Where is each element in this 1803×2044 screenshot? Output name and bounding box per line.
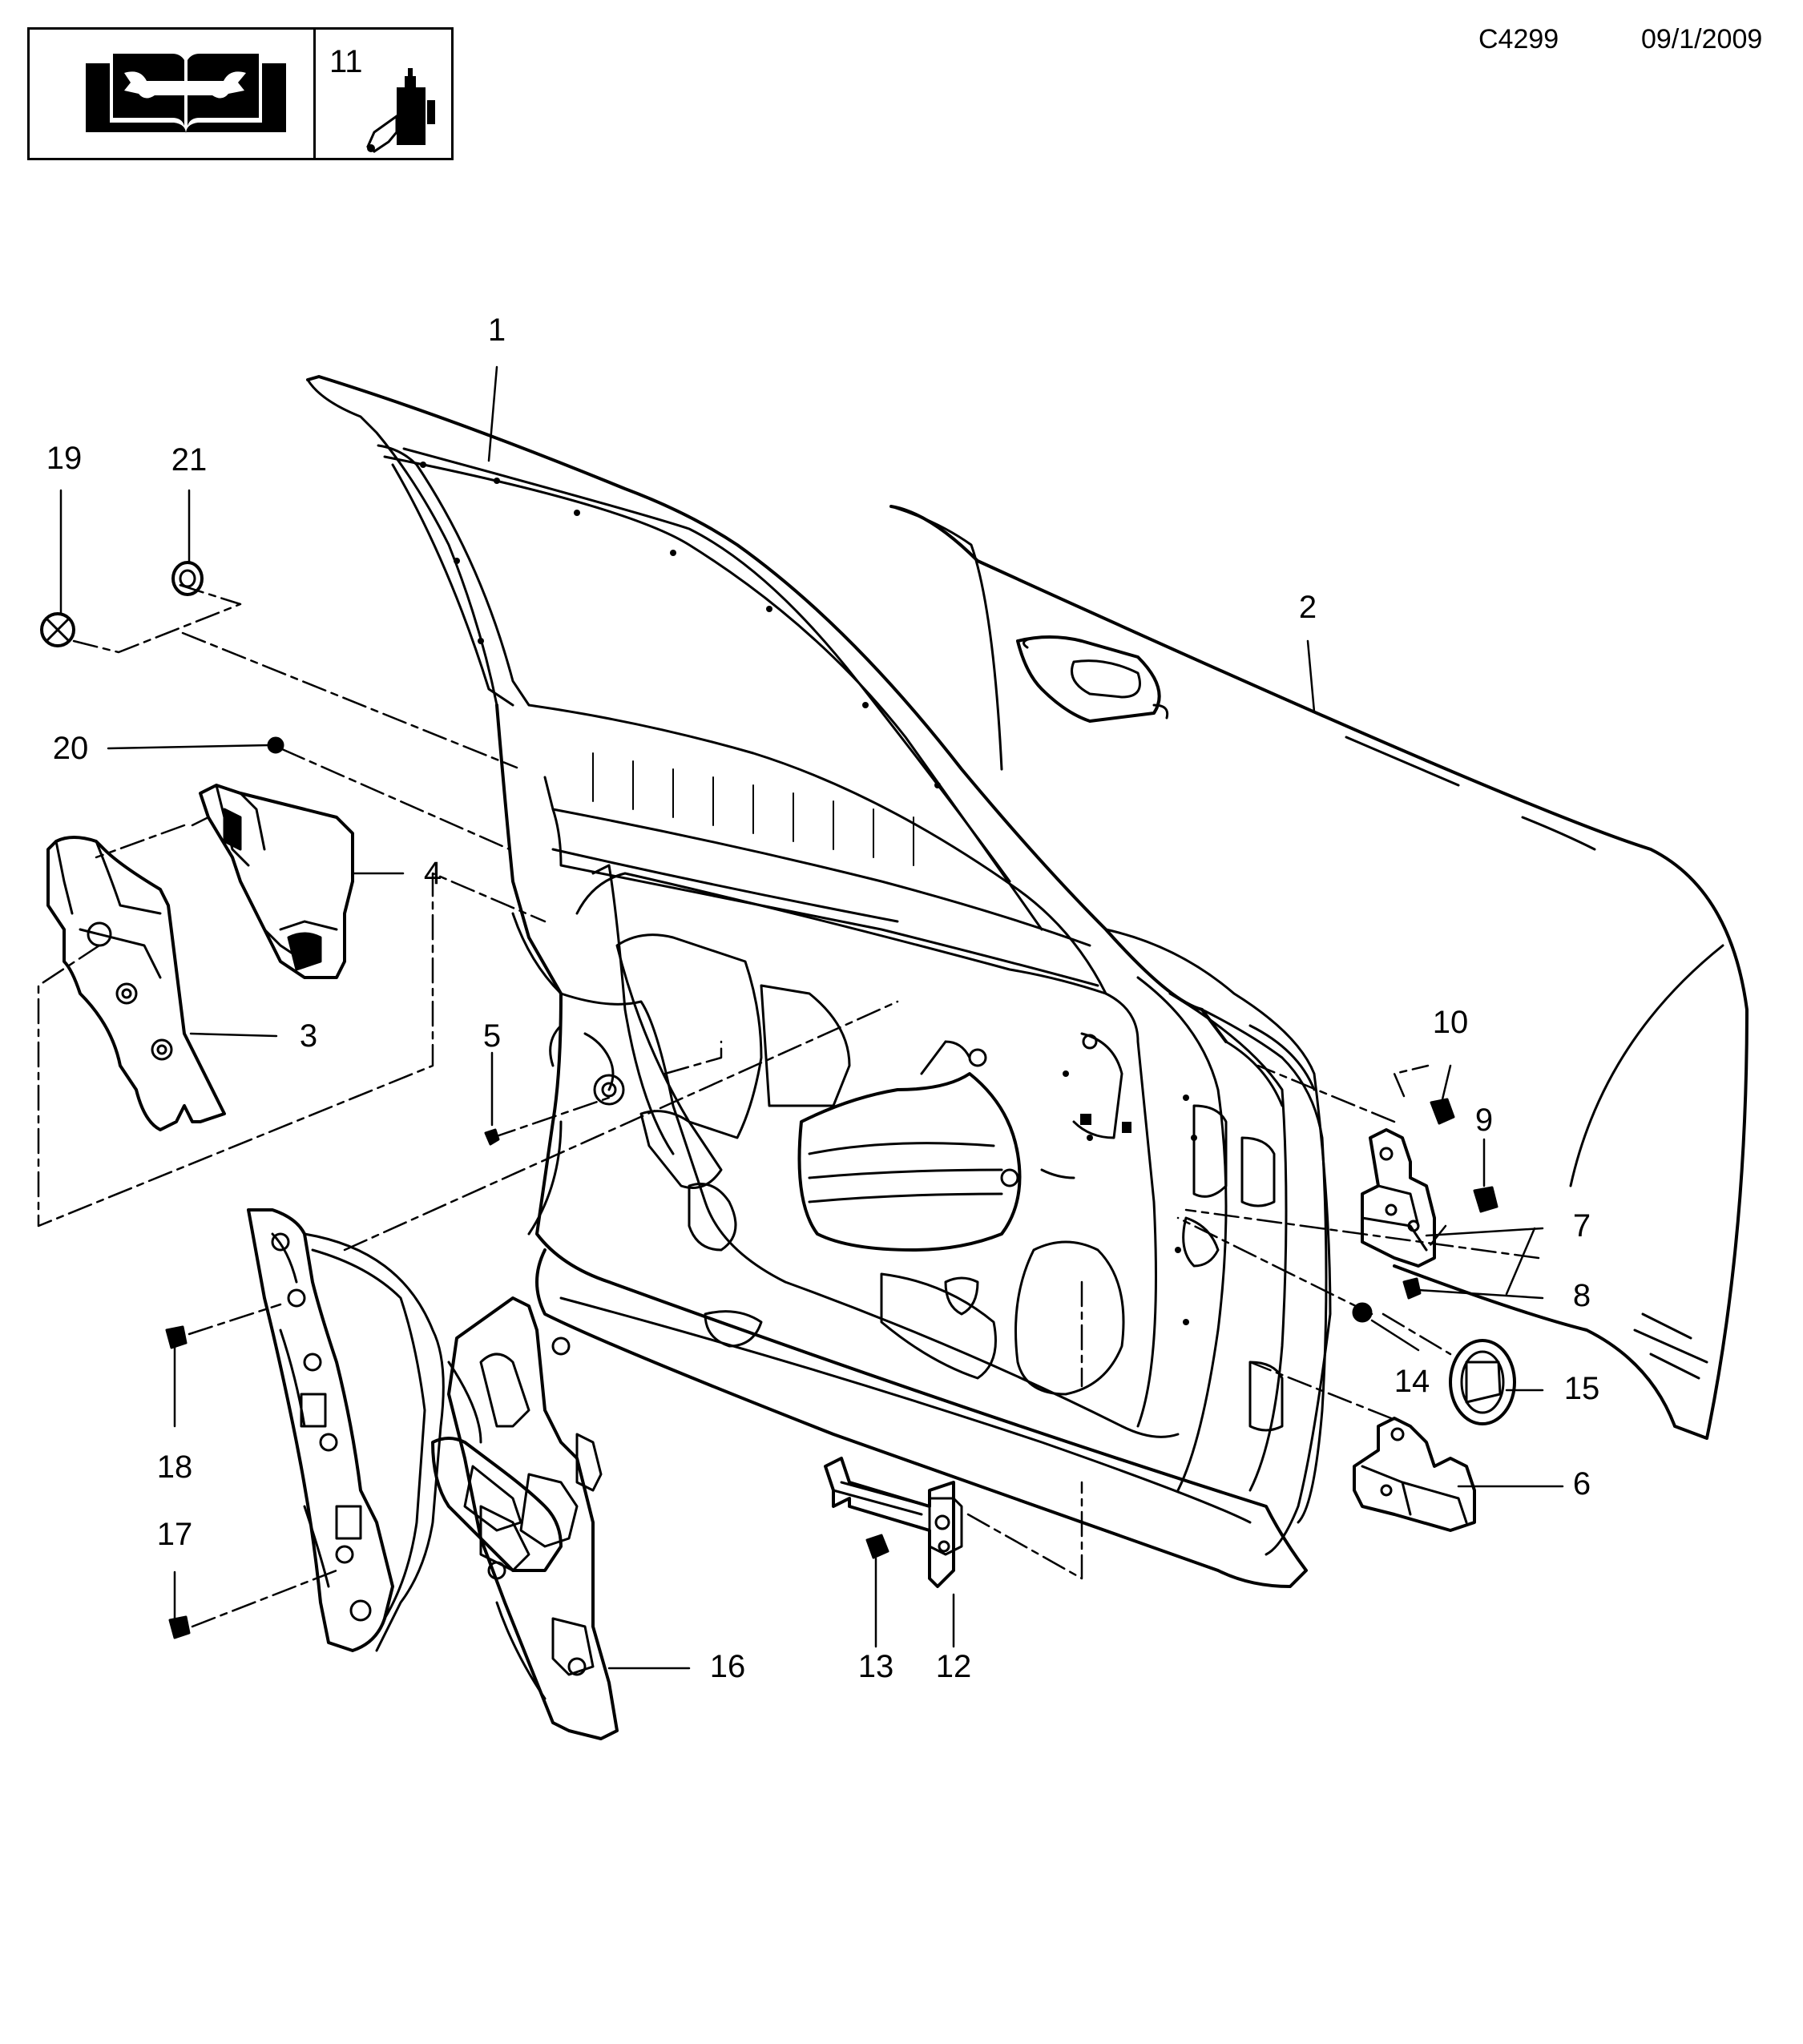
door-inner-shell bbox=[308, 377, 1330, 1586]
trim-bracket-lower bbox=[48, 837, 224, 1130]
window-regulator bbox=[248, 1210, 617, 1739]
leader-lines bbox=[59, 365, 1564, 1670]
callout-2: 2 bbox=[1298, 590, 1317, 625]
trim-bracket-upper bbox=[200, 785, 353, 978]
callout-5: 5 bbox=[482, 1018, 502, 1054]
callout-13: 13 bbox=[857, 1649, 894, 1684]
callout-16: 16 bbox=[709, 1649, 746, 1684]
bolt-10 bbox=[1431, 1099, 1454, 1123]
bolt-9 bbox=[1474, 1187, 1497, 1211]
bolt-18 bbox=[167, 1327, 186, 1348]
lock-striker-plate bbox=[1450, 1340, 1515, 1424]
callout-7: 7 bbox=[1572, 1208, 1591, 1244]
bolt-8 bbox=[1404, 1279, 1420, 1298]
workshop-manual-wrench-icon bbox=[86, 54, 286, 134]
header-divider bbox=[313, 30, 316, 158]
callout-10: 10 bbox=[1432, 1005, 1469, 1040]
callout-14: 14 bbox=[1394, 1364, 1430, 1399]
fasteners bbox=[42, 562, 1497, 1638]
upper-hinge bbox=[1362, 1130, 1434, 1266]
callout-20: 20 bbox=[52, 731, 89, 766]
assembly-lines bbox=[37, 583, 1540, 1628]
adhesive-bottle-icon bbox=[366, 68, 435, 153]
callout-17: 17 bbox=[156, 1517, 193, 1552]
callout-9: 9 bbox=[1474, 1103, 1494, 1138]
callout-15: 15 bbox=[1563, 1371, 1600, 1406]
clip-19 bbox=[42, 614, 74, 646]
callout-18: 18 bbox=[156, 1449, 193, 1485]
callout-12: 12 bbox=[935, 1649, 972, 1684]
reference-date: 09/1/2009 bbox=[1641, 24, 1763, 54]
callout-19: 19 bbox=[46, 441, 83, 476]
callout-4: 4 bbox=[423, 856, 442, 891]
outer-door-panel bbox=[891, 506, 1747, 1438]
callout-8: 8 bbox=[1572, 1278, 1591, 1313]
callout-21: 21 bbox=[171, 442, 208, 478]
callout-6: 6 bbox=[1572, 1466, 1591, 1502]
header-number: 11 bbox=[329, 44, 363, 79]
callout-3: 3 bbox=[299, 1018, 318, 1054]
lower-hinge bbox=[1354, 1418, 1474, 1530]
reference-code: C4299 bbox=[1478, 24, 1559, 54]
bolt-17 bbox=[170, 1617, 189, 1638]
callout-1: 1 bbox=[487, 312, 506, 348]
door-check-strap bbox=[825, 1458, 962, 1586]
header-box: 11 bbox=[27, 27, 454, 160]
nut-20 bbox=[268, 738, 283, 752]
bolt-13 bbox=[867, 1535, 888, 1558]
